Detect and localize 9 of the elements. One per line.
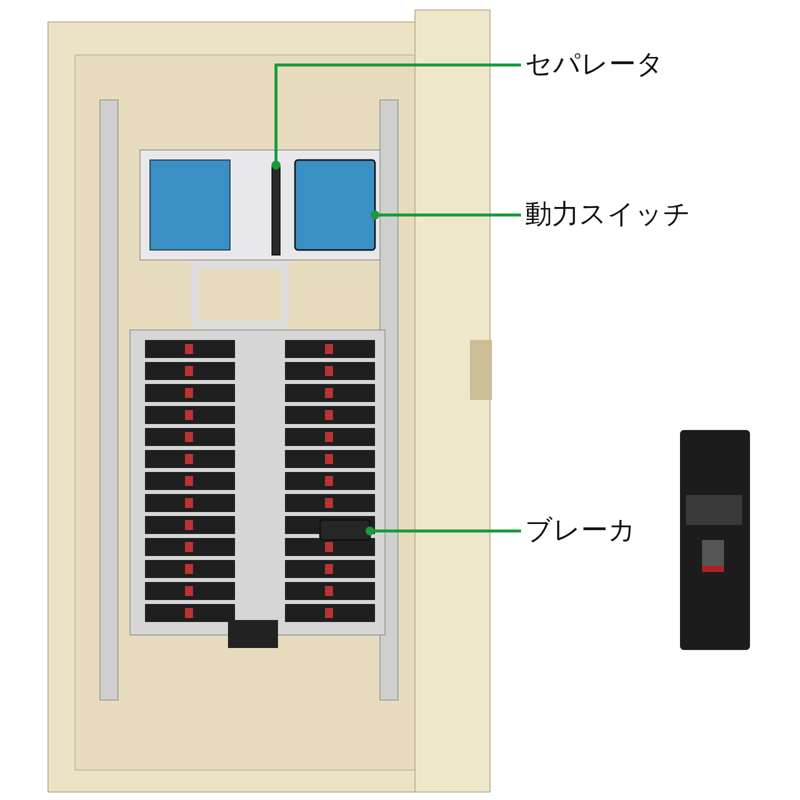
leader-line — [272, 64, 521, 170]
power-switch — [294, 159, 376, 251]
circuit-breaker — [319, 519, 371, 541]
separator-bar — [272, 164, 280, 256]
leader-line — [370, 210, 521, 220]
callout-label: セパレータ — [525, 48, 664, 82]
callout-label: ブレーカ — [525, 514, 636, 548]
leader-line — [366, 526, 521, 536]
callout-label: 動力スイッチ — [525, 198, 691, 232]
